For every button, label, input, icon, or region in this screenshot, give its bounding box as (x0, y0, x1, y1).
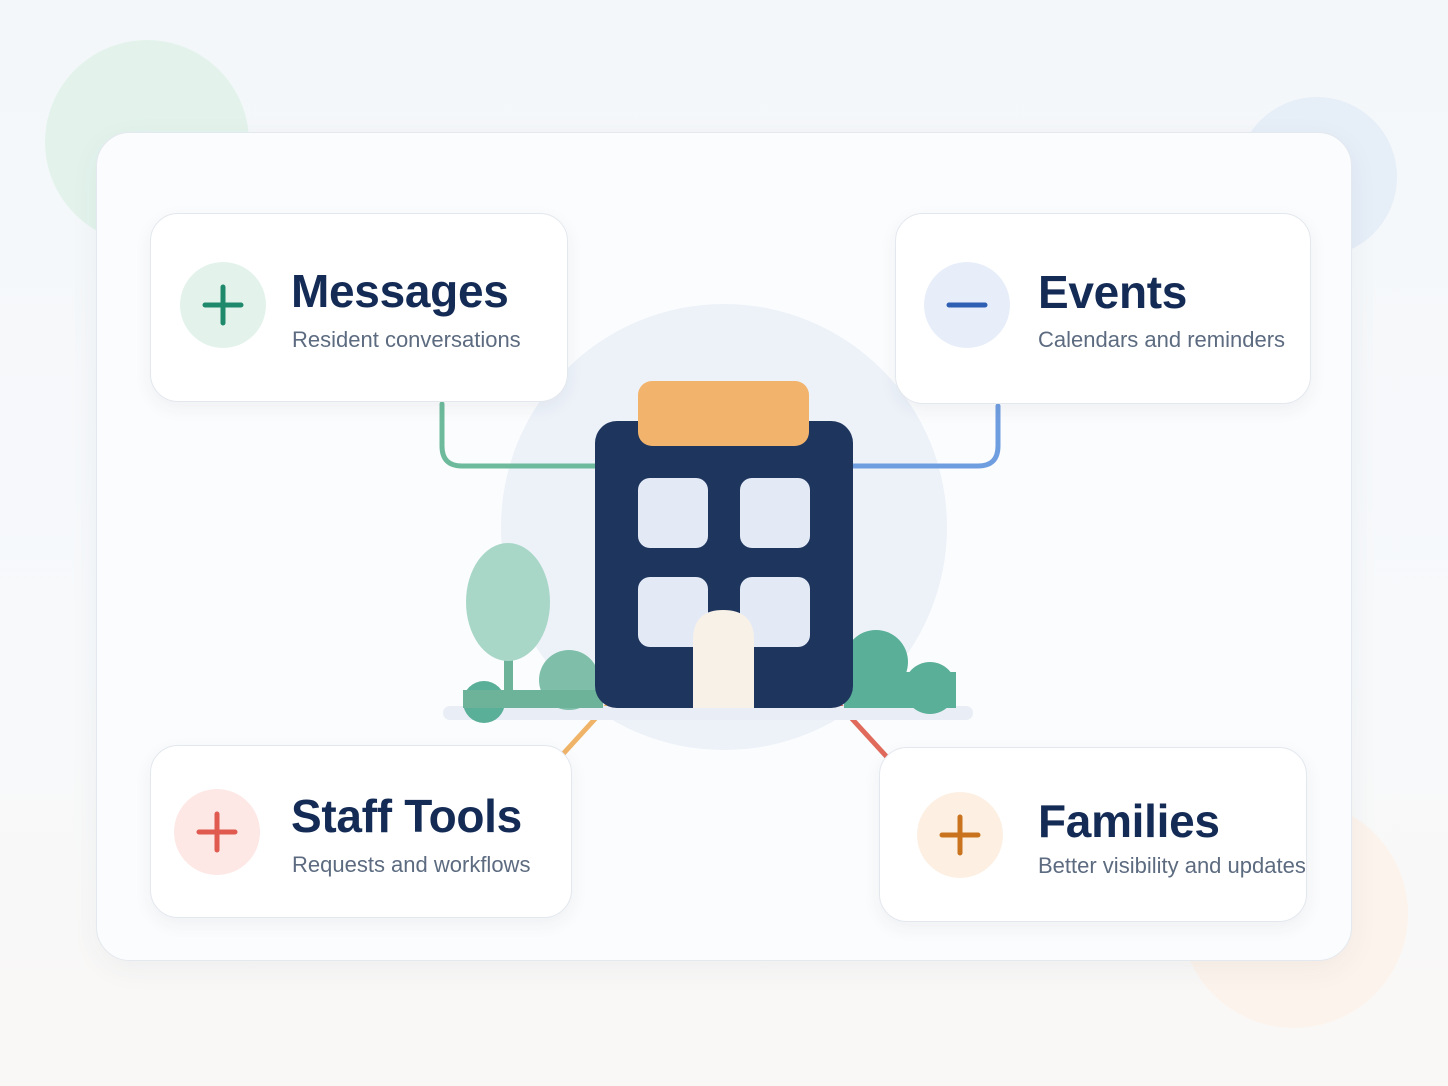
building-door (693, 610, 754, 708)
minus-icon (924, 262, 1010, 348)
families-subtitle: Better visibility and updates (1038, 853, 1306, 878)
ground (443, 706, 973, 720)
events-title: Events (1038, 266, 1188, 318)
events-subtitle: Calendars and reminders (1038, 327, 1286, 352)
building-window (740, 478, 810, 548)
bush-icon (463, 650, 603, 723)
connector-messages (439, 401, 603, 469)
messages-card[interactable]: Messages Resident conversations (150, 213, 568, 402)
bush-icon (844, 630, 956, 714)
staff-tools-card[interactable]: Staff Tools Requests and workflows (150, 745, 572, 918)
building-window (740, 577, 810, 647)
building-window (638, 478, 708, 548)
staff-tools-subtitle: Requests and workflows (292, 852, 531, 877)
messages-subtitle: Resident conversations (292, 327, 521, 352)
events-card[interactable]: Events Calendars and reminders (895, 213, 1311, 404)
staff-tools-title: Staff Tools (291, 790, 522, 842)
plus-icon (174, 789, 260, 875)
messages-title: Messages (291, 265, 509, 317)
connector-events (845, 403, 1001, 469)
tree-icon (466, 543, 550, 708)
families-card[interactable]: Families Better visibility and updates (879, 747, 1307, 922)
plus-icon (180, 262, 266, 348)
plus-icon (917, 792, 1003, 878)
building-roof (638, 381, 809, 446)
families-title: Families (1038, 795, 1220, 847)
building-window (638, 577, 708, 647)
